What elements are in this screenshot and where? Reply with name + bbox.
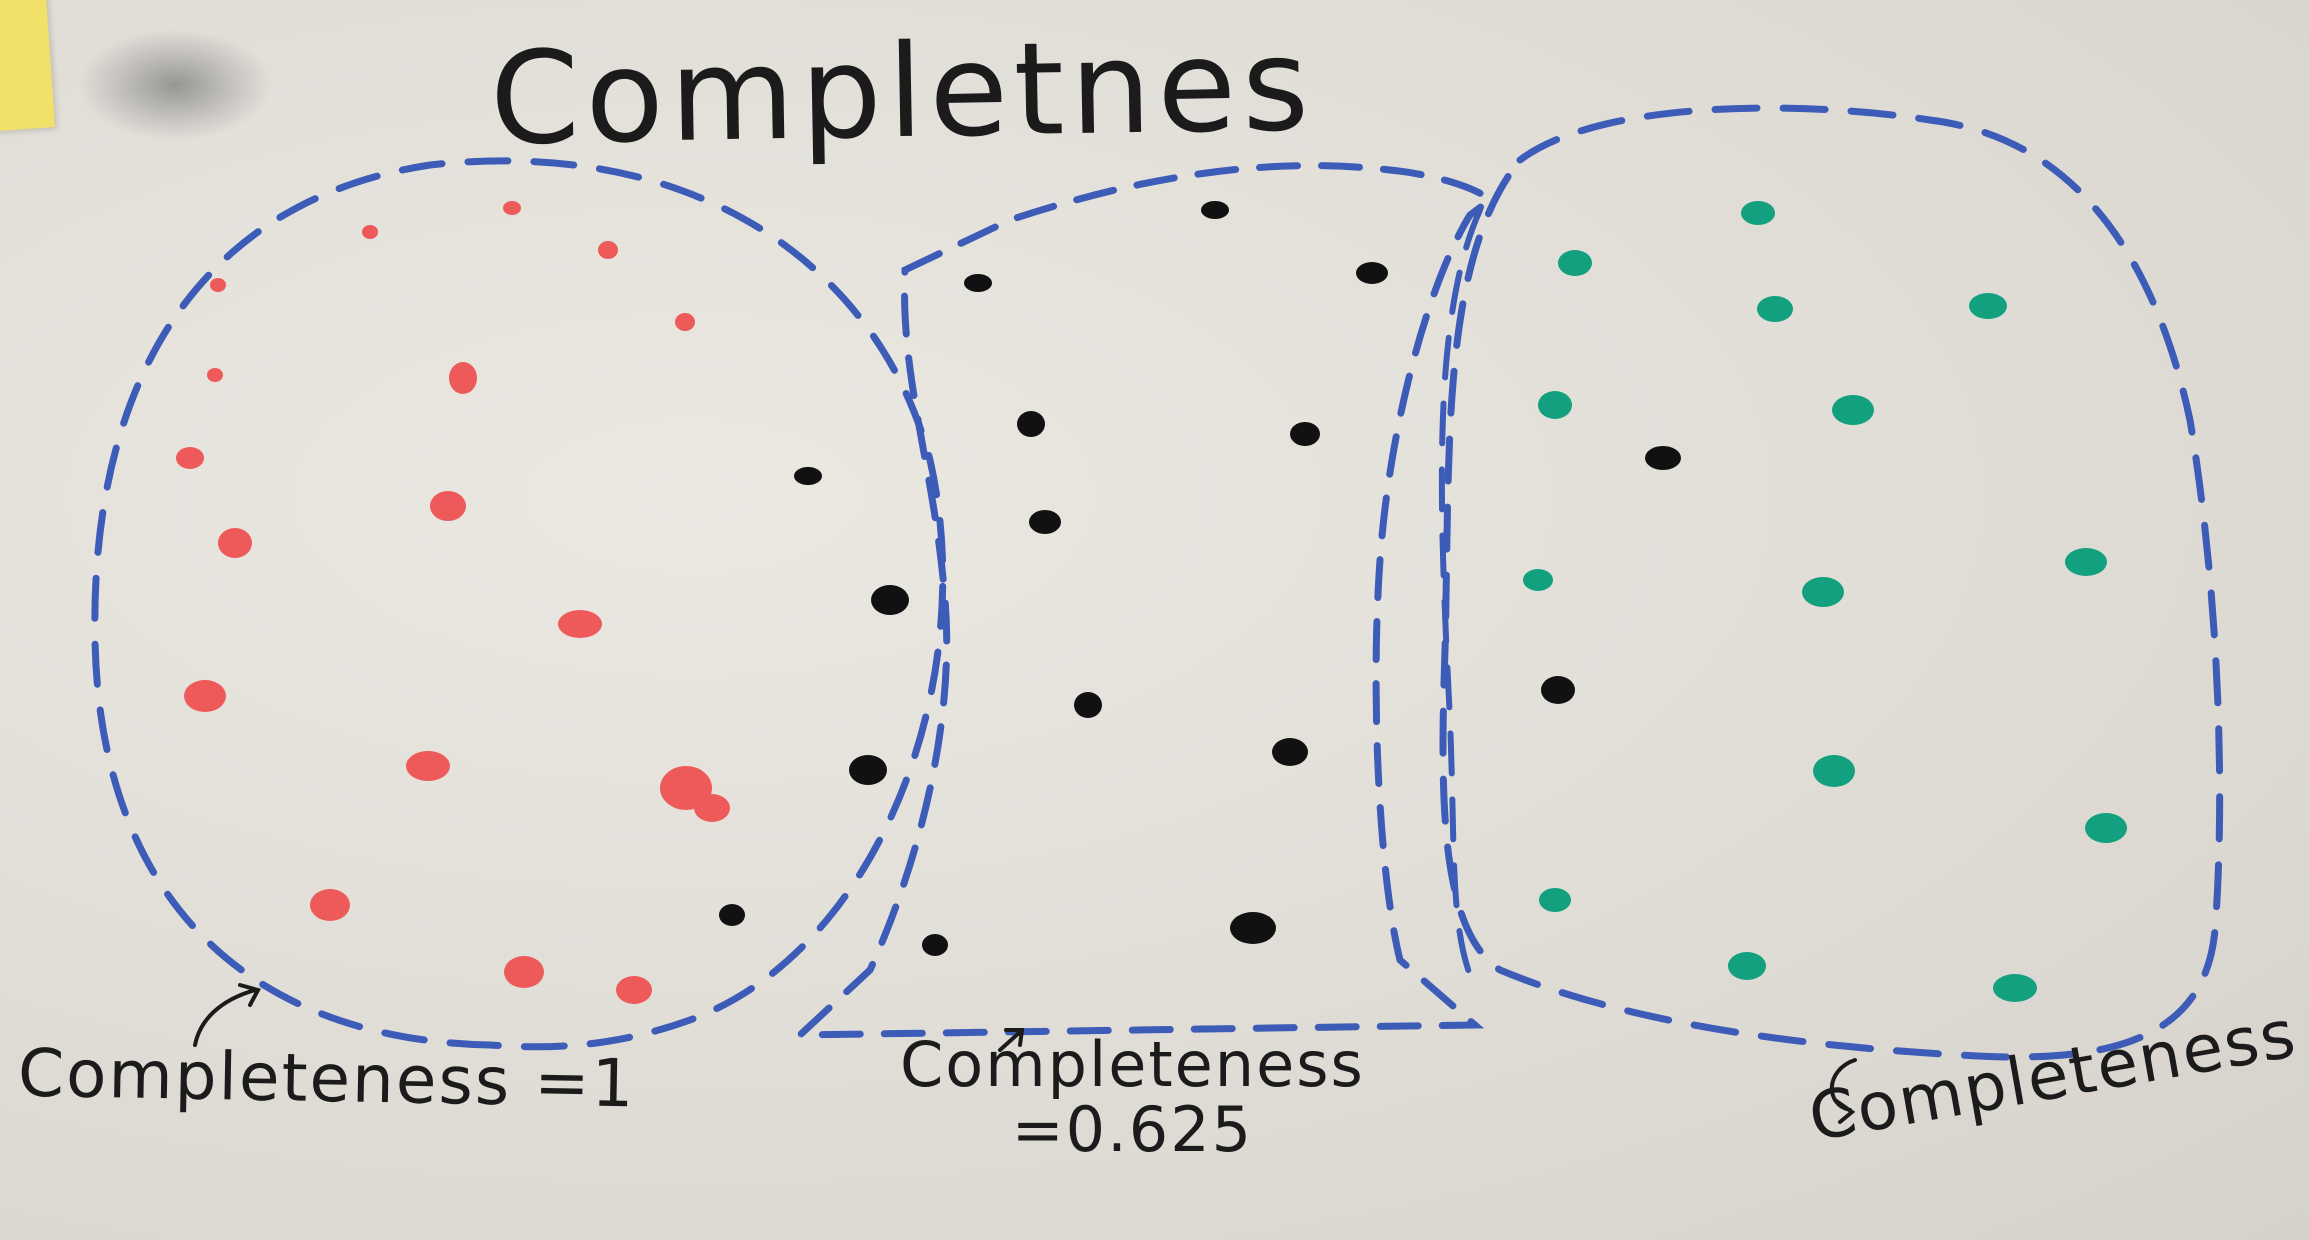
black-dot [719, 904, 745, 926]
green-dot [2065, 548, 2107, 576]
green-dot [1969, 293, 2007, 319]
black-dot [1029, 510, 1061, 534]
green-dot [1728, 952, 1766, 980]
red-dot [406, 751, 450, 781]
middle-cluster-label: Completeness =0.625 [900, 1032, 1365, 1162]
black-dot [1272, 738, 1308, 766]
green-dot [1813, 755, 1855, 787]
red-dot [430, 491, 466, 521]
red-dot [558, 610, 602, 638]
left-cluster-boundary [91, 157, 947, 1051]
middle-cluster-label-line1: Completeness [900, 1028, 1365, 1101]
red-dot [184, 680, 226, 712]
red-dot [362, 225, 378, 239]
green-dot [1757, 296, 1793, 322]
green-dot [1802, 577, 1844, 607]
black-dot [871, 585, 909, 615]
black-dot [1201, 201, 1229, 219]
red-dot [218, 528, 252, 558]
right-cluster-boundary [1439, 104, 2224, 1061]
red-dots [176, 201, 730, 1004]
black-dot [1074, 692, 1102, 718]
red-dot [176, 447, 204, 469]
black-dot [1541, 676, 1575, 704]
red-dot [675, 313, 695, 331]
red-dot [210, 278, 226, 292]
green-dot [2085, 813, 2127, 843]
red-dot [207, 368, 223, 382]
middle-label-arrow [998, 1028, 1025, 1052]
black-dots [719, 201, 1681, 956]
board-title: Completnes [488, 10, 1316, 175]
black-dot [1645, 446, 1681, 470]
black-dot [964, 274, 992, 292]
red-dot [503, 201, 521, 215]
green-dot [1539, 888, 1571, 912]
red-dot [616, 976, 652, 1004]
red-dot [310, 889, 350, 921]
middle-cluster-label-line2: =0.625 [1011, 1093, 1254, 1167]
green-dot [1558, 250, 1592, 276]
black-dot [922, 934, 948, 956]
middle-cluster-boundary [790, 162, 1496, 1039]
left-cluster-label: Completeness =1 [17, 1034, 637, 1123]
black-dot [1356, 262, 1388, 284]
right-cluster-boundary-inner-edge [1438, 207, 1483, 978]
green-dot [1523, 569, 1553, 591]
red-dot [598, 241, 618, 259]
left-label-arrow [193, 983, 261, 1047]
black-dot [1290, 422, 1320, 446]
green-dot [1832, 395, 1874, 425]
red-dot [449, 362, 477, 394]
black-dot [1230, 912, 1276, 944]
green-dot [1538, 391, 1572, 419]
black-dot [794, 467, 822, 485]
green-dots [1523, 201, 2127, 1002]
black-dot [849, 755, 887, 785]
green-dot [1741, 201, 1775, 225]
black-dot [1017, 411, 1045, 437]
green-dot [1993, 974, 2037, 1002]
red-dot [504, 956, 544, 988]
right-label-arrow [1829, 1058, 1857, 1124]
red-dot [694, 794, 730, 822]
eraser-smudge [80, 30, 270, 140]
